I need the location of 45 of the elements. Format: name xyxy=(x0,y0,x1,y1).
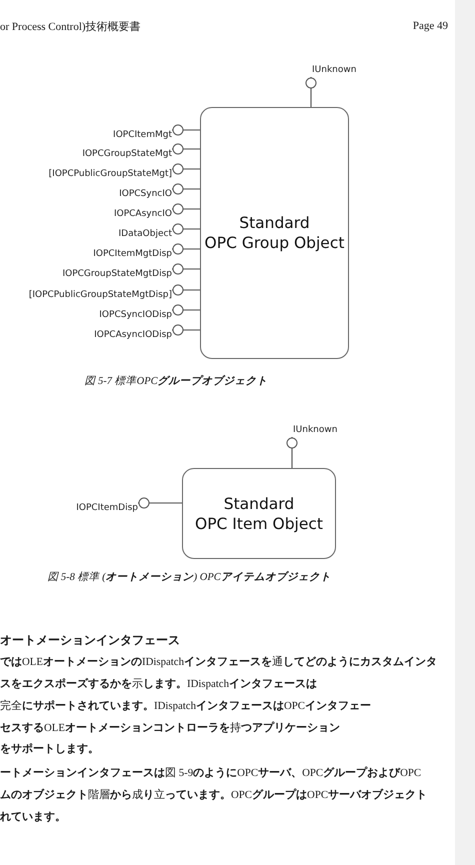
text-line: セスするOLEオートメーションコントローラを持つアプリケーション xyxy=(0,720,340,736)
lollipop-connector xyxy=(138,498,182,508)
text-line: ムのオブジェクト階層から成り立っています。OPCグループはOPCサーバオブジェクト xyxy=(0,787,428,803)
text-line: スをエクスポーズするかを示します。IDispatchインタフェースは xyxy=(0,676,317,692)
interface-label: IOPCItemMgt xyxy=(113,129,172,142)
text-line: をサポートします。 xyxy=(0,741,99,757)
lollipop-connector xyxy=(172,164,200,174)
text-line: ートメーションインタフェースは図 5-9のようにOPCサーバ、OPCグループおよびOPC xyxy=(0,765,422,781)
lollipop-connector xyxy=(306,77,316,107)
interface-label: IOPCGroupStateMgtDisp xyxy=(62,268,172,281)
interface-label: IOPCItemDisp xyxy=(76,502,138,515)
lollipop-connector xyxy=(172,284,200,296)
text-line: れています。 xyxy=(0,809,66,825)
page-header: or Process Control)技術概要書 xyxy=(0,20,141,35)
lollipop-connector xyxy=(172,324,200,336)
text-line: 完全にサポートされています。IDispatchインタフェースはOPCインタフェー xyxy=(0,698,371,714)
figure-caption: 図 5-7 標準OPCグループオブジェクト xyxy=(84,374,268,389)
interface-label: IUnknown xyxy=(306,63,356,77)
lollipop-connector xyxy=(172,304,200,316)
interface-label: IOPCItemMgtDisp xyxy=(93,248,172,261)
lollipop-connector xyxy=(172,184,200,194)
interface-label: [IOPCPublicGroupStateMgt] xyxy=(48,168,172,181)
interface-label: IOPCAsyncIO xyxy=(114,208,172,221)
section-heading: オートメーションインタフェース xyxy=(0,632,180,648)
interface-label: IOPCSyncIODisp xyxy=(99,309,172,322)
object-box xyxy=(182,468,336,559)
lollipop-connector xyxy=(286,437,298,468)
interface-label: IUnknown xyxy=(287,423,338,437)
object-box xyxy=(200,107,349,359)
figure-caption: 図 5-8 標準 (オートメーション) OPCアイテムオブジェクト xyxy=(47,570,331,585)
text-line: ではOLEオートメーションのIDispatchインタフェースを通してどのようにカスタムインタ xyxy=(0,654,437,670)
page-number: Page 49 xyxy=(412,19,448,34)
lollipop-connector xyxy=(172,244,200,254)
lollipop-connector xyxy=(172,224,200,234)
object-title: Standard OPC Item Object xyxy=(195,494,323,534)
interface-label: IOPCSyncIO xyxy=(119,188,172,201)
lollipop-connector xyxy=(172,204,200,214)
interface-label: IOPCGroupStateMgt xyxy=(82,148,172,161)
interface-label: IDataObject xyxy=(118,228,172,241)
lollipop-connector xyxy=(172,124,200,136)
interface-label: [IOPCPublicGroupStateMgtDisp] xyxy=(28,289,172,302)
interface-label: IOPCAsyncIODisp xyxy=(94,329,172,342)
object-title: Standard OPC Group Object xyxy=(204,213,344,253)
lollipop-connector xyxy=(172,264,200,274)
lollipop-connector xyxy=(172,144,200,154)
